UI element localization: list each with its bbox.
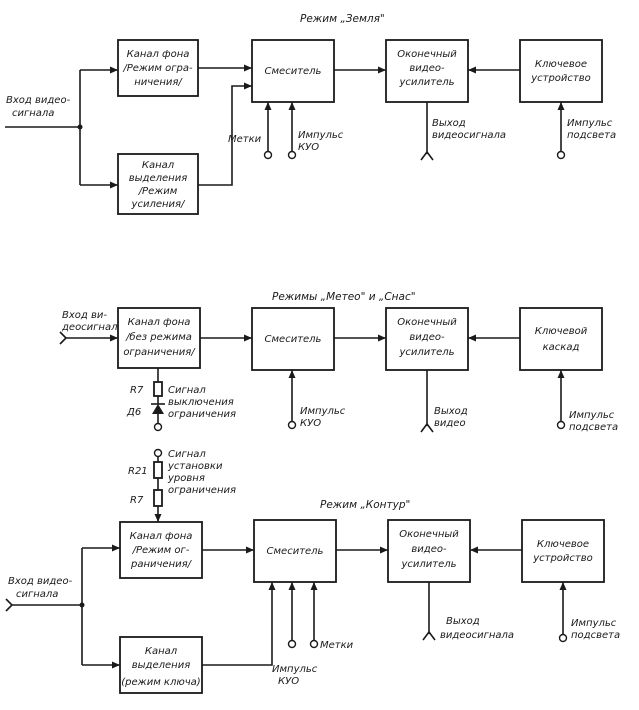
diagram2-level-signal-line3: уровня: [167, 473, 205, 484]
diagram3-sel-channel-line1: Канал: [145, 646, 178, 657]
diagram2-bg-channel-line2: /без режима: [125, 331, 192, 343]
diagram1-bg-channel-line3: ничения/: [134, 77, 183, 88]
diagram2-r21-resistor: [153, 461, 163, 479]
diagram3-amp-block: Оконечный видео- усилитель: [387, 519, 471, 583]
diagram2-title: Режимы „Метео" и „Снас": [272, 291, 416, 303]
diagram3-bg-channel-block: Канал фона /Режим ог- раничения/: [119, 521, 203, 579]
diagram3-light-line1: Импульс: [571, 618, 617, 629]
diagram3-bg-channel-line3: раничения/: [130, 559, 193, 570]
diagram3-output-line2: видеосигнала: [440, 630, 514, 641]
diagram3-mixer-label: Смеситель: [267, 546, 324, 557]
diagram1-sel-channel-line1: Канал: [142, 160, 175, 171]
diagram2-output-line2: видео: [434, 418, 466, 429]
diagram2-output-line1: Выход: [434, 406, 468, 417]
diagram3-output-line1: Выход: [446, 616, 480, 627]
diagram-meteo: Режимы „Метео" и „Снас" Вход ви- деосигн…: [59, 291, 618, 522]
diagram3-bg-channel-line1: Канал фона: [130, 531, 193, 542]
diagram1-output-line1: Выход: [432, 118, 466, 129]
diagram3-input-label-2: сигнала: [16, 589, 58, 600]
diagram1-sel-channel-line3: /Режим: [138, 186, 178, 197]
diagram1-input-label-1: Вход видео-: [6, 95, 71, 106]
diagram-kontur: Режим „Контур" Вход видео- сигнала Канал…: [5, 499, 620, 694]
diagram3-title: Режим „Контур": [320, 499, 410, 511]
diagram3-sel-channel-line3: (режим ключа): [121, 677, 200, 688]
diagram1-amp-block: Оконечный видео- усилитель: [385, 39, 469, 103]
diagram1-kyd-line1: Импульс: [298, 130, 344, 141]
diagram3-mixer-block: Смеситель: [253, 519, 337, 583]
diagram3-kyd-line2: КУО: [278, 676, 299, 687]
diagram2-light-line1: Импульс: [569, 410, 615, 421]
diagram1-sel-channel-line4: усиления/: [131, 199, 187, 210]
diagram3-key-line1: Ключевое: [537, 539, 589, 550]
diagram3-amp-line2: видео-: [411, 544, 447, 555]
diagram2-input-label-1: Вход ви-: [62, 310, 107, 321]
diagram1-bg-channel-block: Канал фона /Режим огра- ничения/: [117, 39, 199, 97]
diagram2-bg-channel-block: Канал фона /без режима ограничения/: [117, 307, 201, 369]
diagram2-light-line2: подсвета: [569, 422, 618, 433]
diagram2-off-signal-line1: Сигнал: [168, 385, 206, 396]
diagram1-bg-channel-line1: Канал фона: [127, 49, 190, 60]
diagram1-sel-channel-block: Канал выделения /Режим усиления/: [117, 153, 199, 215]
diagram1-mixer-label: Смеситель: [265, 66, 322, 77]
diagram1-output-line2: видеосигнала: [432, 130, 506, 141]
diagram1-key-line2: устройство: [530, 73, 591, 84]
diagram2-r7b-label: R7: [130, 495, 144, 506]
diagram2-amp-line3: усилитель: [398, 347, 454, 358]
diagram3-light-line2: подсвета: [571, 630, 620, 641]
diagram3-marks-label: Метки: [320, 640, 354, 651]
diagram1-input: Вход видео- сигнала: [5, 66, 118, 189]
diagram3-sel-channel-line2: выделения: [132, 660, 190, 671]
diagram2-kyd-line2: КУО: [300, 418, 321, 429]
diagram2-r7-label: R7: [130, 385, 144, 396]
diagram-zemlya: Режим „Земля" Вход видео- сигнала Канал …: [5, 13, 616, 215]
diagram2-mixer-block: Смеситель: [251, 307, 335, 371]
diagram2-level-signal-line1: Сигнал: [168, 449, 206, 460]
diagram2-off-signal-line3: ограничения: [168, 409, 236, 420]
diagram2-amp-line2: видео-: [409, 332, 445, 343]
diagram2-bg-channel-line1: Канал фона: [128, 317, 191, 328]
diagram1-mixer-block: Смеситель: [251, 39, 335, 103]
diagram3-amp-line1: Оконечный: [399, 529, 459, 540]
diagram3-key-line2: устройство: [532, 553, 593, 564]
diagram1-input-label-2: сигнала: [12, 108, 54, 119]
diagram2-level-signal-line4: ограничения: [168, 485, 236, 496]
diagram3-bg-channel-line2: /Режим ог-: [132, 545, 190, 556]
diagram2-mixer-label: Смеситель: [265, 334, 322, 345]
diagram3-sel-channel-block: Канал выделения (режим ключа): [119, 636, 203, 694]
diagram2-d6-label: Д6: [126, 407, 141, 418]
diagram2-bg-channel-line3: ограничения/: [123, 347, 196, 358]
diagram2-r7b-resistor: [153, 489, 163, 507]
diagram1-light-line1: Импульс: [567, 118, 613, 129]
diagram2-key-block: Ключевой каскад: [519, 307, 603, 371]
diagram3-kyd-line1: Импульс: [272, 664, 318, 675]
diagram2-amp-line1: Оконечный: [397, 317, 457, 328]
diagram1-key-block: Ключевое устройство: [519, 39, 603, 103]
diagram3-key-block: Ключевое устройство: [521, 519, 605, 583]
diagram2-d6-diode: [152, 404, 164, 414]
diagram2-r7-resistor: [153, 381, 163, 397]
diagram1-amp-line3: усилитель: [398, 77, 454, 88]
diagram2-level-signal-line2: установки: [167, 461, 223, 472]
diagram1-amp-line1: Оконечный: [397, 49, 457, 60]
diagram1-key-line1: Ключевое: [535, 59, 587, 70]
diagram2-kyd-line1: Импульс: [300, 406, 346, 417]
diagram1-sel-channel-line2: выделения: [129, 173, 187, 184]
diagram2-key-line2: каскад: [543, 342, 580, 353]
diagram1-marks-label: Метки: [228, 134, 262, 145]
diagram2-key-line1: Ключевой: [535, 326, 588, 337]
diagram3-input-label-1: Вход видео-: [8, 576, 73, 587]
diagram1-kyd-line2: КУО: [298, 142, 319, 153]
diagram1-bg-channel-line2: /Режим огра-: [122, 63, 193, 74]
diagram1-amp-line2: видео-: [409, 63, 445, 74]
diagram1-light-line2: подсвета: [567, 130, 616, 141]
diagram2-off-signal-line2: выключения: [168, 397, 234, 408]
diagram2-r21-label: R21: [128, 466, 148, 477]
diagram2-amp-block: Оконечный видео- усилитель: [385, 307, 469, 371]
diagram1-title: Режим „Земля": [300, 13, 385, 25]
diagram3-amp-line3: усилитель: [400, 559, 456, 570]
diagram2-input-label-2: деосигнала: [61, 322, 124, 333]
